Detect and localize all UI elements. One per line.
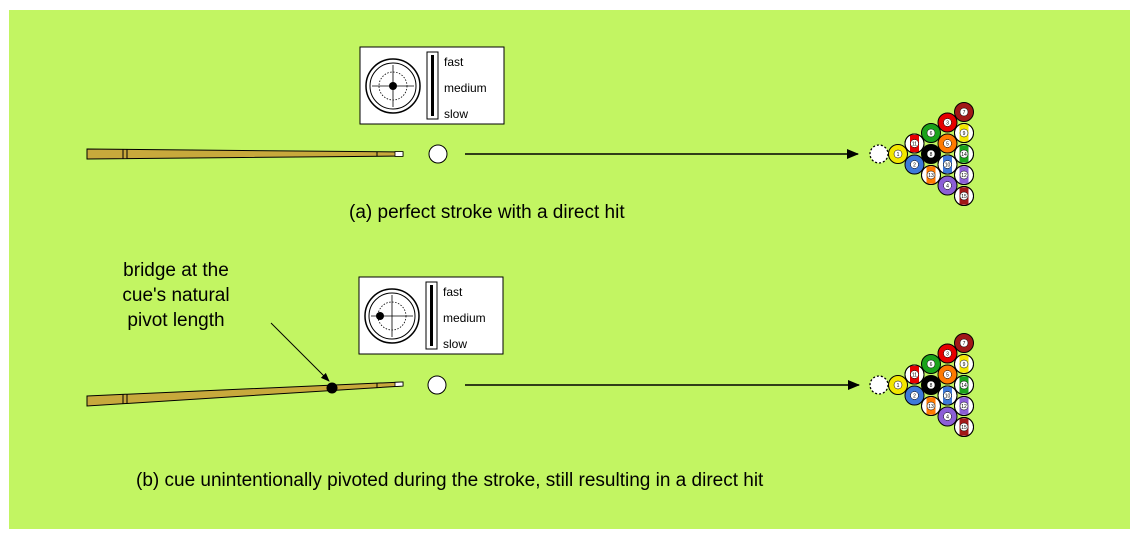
svg-text:5: 5	[946, 372, 949, 378]
pool-ball-9: 9	[954, 354, 974, 374]
svg-text:12: 12	[961, 173, 967, 179]
speed-label-medium: medium	[443, 311, 486, 325]
pool-ball-10: 10	[937, 385, 958, 406]
pool-ball-3: 3	[937, 112, 958, 133]
svg-text:6: 6	[930, 362, 933, 368]
svg-text:9: 9	[963, 362, 966, 368]
table-felt-background	[9, 10, 1130, 529]
pool-ball-5: 5	[937, 133, 958, 154]
svg-text:7: 7	[963, 110, 966, 116]
pool-ball-11: 11	[904, 364, 925, 385]
svg-text:9: 9	[963, 131, 966, 137]
pool-ball-7: 7	[954, 333, 974, 353]
svg-text:10: 10	[945, 393, 951, 399]
speed-label-medium: medium	[444, 81, 487, 95]
svg-text:14: 14	[961, 152, 967, 158]
speed-label-slow: slow	[443, 337, 467, 351]
svg-text:2: 2	[913, 393, 916, 399]
pool-ball-9: 9	[954, 123, 974, 143]
cue-tip-contact-point	[389, 82, 397, 90]
cue-stick	[86, 148, 404, 160]
svg-text:12: 12	[961, 404, 967, 410]
speed-gauge	[425, 281, 438, 350]
svg-text:10: 10	[945, 162, 951, 168]
stroke-inset: fast medium slow	[359, 46, 505, 125]
pool-ball-10: 10	[937, 154, 958, 175]
ghost-ball	[869, 144, 889, 164]
cue-tip-target-icon	[365, 58, 421, 114]
svg-text:3: 3	[946, 351, 949, 357]
panel-b-pivoted-stroke: bridge at the cue's natural pivot length…	[86, 260, 974, 491]
svg-text:15: 15	[961, 194, 967, 200]
annotation-pointer-arrow	[270, 322, 330, 382]
pool-ball-8: 8	[921, 144, 941, 164]
pool-ball-14: 14	[954, 375, 974, 395]
cue-tip-target-icon	[364, 288, 420, 344]
svg-text:13: 13	[928, 404, 934, 410]
svg-text:13: 13	[928, 173, 934, 179]
speed-label-fast: fast	[443, 285, 463, 299]
pool-ball-8: 8	[921, 375, 941, 395]
cue-stick-pivoted	[86, 381, 404, 407]
svg-text:1: 1	[897, 383, 900, 389]
pool-ball-4: 4	[937, 406, 958, 427]
bridge-pivot-point	[326, 382, 338, 394]
pool-ball-2: 2	[904, 154, 925, 175]
pool-ball-6: 6	[921, 354, 941, 374]
annotation-line-1: bridge at the	[123, 260, 229, 281]
speed-label-slow: slow	[444, 107, 468, 121]
pool-ball-1: 1	[888, 144, 908, 164]
pool-ball-13: 13	[921, 165, 941, 185]
annotation-line-2: cue's natural	[122, 285, 229, 306]
pool-ball-12: 12	[954, 165, 974, 185]
caption-b: (b) cue unintentionally pivoted during t…	[136, 470, 764, 491]
cue-ball	[427, 375, 447, 395]
cue-ball	[428, 144, 448, 164]
speed-gauge	[426, 51, 439, 120]
pool-ball-11: 11	[904, 133, 925, 154]
pool-ball-7: 7	[954, 102, 974, 122]
svg-text:1: 1	[897, 152, 900, 158]
svg-text:3: 3	[946, 120, 949, 126]
svg-text:8: 8	[930, 383, 933, 389]
pool-ball-3: 3	[937, 343, 958, 364]
cue-tip-contact-point	[376, 312, 384, 320]
svg-text:2: 2	[913, 162, 916, 168]
ghost-ball	[869, 375, 889, 395]
stroke-inset: fast medium slow	[358, 276, 504, 355]
pool-ball-4: 4	[937, 175, 958, 196]
pool-ball-15: 15	[954, 417, 974, 437]
pool-ball-12: 12	[954, 396, 974, 416]
svg-text:4: 4	[946, 183, 949, 189]
svg-text:15: 15	[961, 425, 967, 431]
svg-text:5: 5	[946, 141, 949, 147]
pool-ball-13: 13	[921, 396, 941, 416]
svg-text:6: 6	[930, 131, 933, 137]
svg-text:14: 14	[961, 383, 967, 389]
svg-text:11: 11	[912, 141, 917, 147]
annotation-line-3: pivot length	[127, 310, 224, 331]
pool-ball-5: 5	[937, 364, 958, 385]
pool-ball-15: 15	[954, 186, 974, 206]
caption-a: (a) perfect stroke with a direct hit	[349, 202, 625, 223]
pool-ball-6: 6	[921, 123, 941, 143]
svg-text:4: 4	[946, 414, 949, 420]
svg-text:11: 11	[912, 372, 917, 378]
pool-ball-1: 1	[888, 375, 908, 395]
pool-ball-2: 2	[904, 385, 925, 406]
svg-text:7: 7	[963, 341, 966, 347]
pool-ball-14: 14	[954, 144, 974, 164]
speed-label-fast: fast	[444, 55, 464, 69]
svg-text:8: 8	[930, 152, 933, 158]
